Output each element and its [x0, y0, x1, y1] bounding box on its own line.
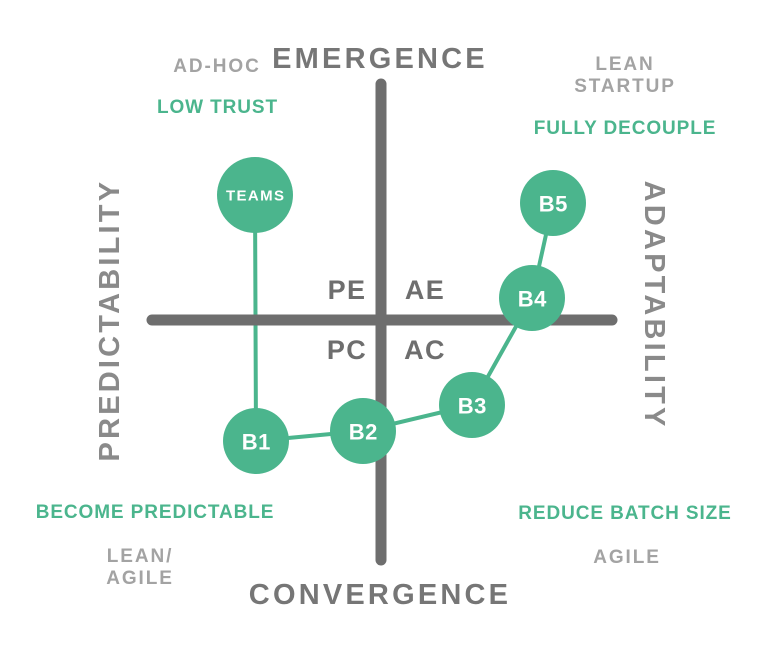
- annotation-ad-hoc: AD-HOC: [173, 56, 261, 77]
- axis-title-top: EMERGENCE: [272, 43, 488, 75]
- quadrant-label-ae: AE: [404, 275, 446, 305]
- node-label-b3: B3: [458, 394, 487, 419]
- node-b3[interactable]: B3: [439, 372, 505, 438]
- node-teams[interactable]: TEAMS: [217, 157, 293, 233]
- node-b4[interactable]: B4: [499, 265, 565, 331]
- node-circle-b1: [223, 408, 289, 474]
- node-label-b2: B2: [349, 420, 378, 445]
- node-b1[interactable]: B1: [223, 408, 289, 474]
- node-circle-b5: [520, 170, 586, 236]
- node-label-b1: B1: [242, 430, 271, 455]
- node-label-teams: TEAMS: [226, 188, 286, 205]
- node-circle-teams: [217, 157, 293, 233]
- node-label-b5: B5: [539, 192, 568, 217]
- axis-title-bottom: CONVERGENCE: [248, 579, 512, 611]
- node-label-b4: B4: [518, 287, 547, 312]
- annotation-lean-startup: LEAN STARTUP: [574, 54, 676, 98]
- annotation-fully-decouple: FULLY DECOUPLE: [533, 118, 717, 139]
- node-circle-b4: [499, 265, 565, 331]
- node-circle-b2: [330, 398, 396, 464]
- axis-title-left: PREDICTABILITY: [93, 178, 126, 462]
- node-circle-b3: [439, 372, 505, 438]
- annotation-reduce-batch-size: REDUCE BATCH SIZE: [518, 503, 732, 524]
- quadrant-label-pc: PC: [326, 335, 368, 365]
- node-b5[interactable]: B5: [520, 170, 586, 236]
- quadrant-label-ac: AC: [404, 335, 446, 365]
- annotation-become-predictable: BECOME PREDICTABLE: [35, 502, 275, 523]
- annotation-agile: AGILE: [593, 547, 661, 568]
- quadrant-label-pe: PE: [327, 275, 367, 305]
- node-b2[interactable]: B2: [330, 398, 396, 464]
- axis-title-right: ADAPTABILITY: [638, 180, 671, 430]
- annotation-low-trust: LOW TRUST: [156, 97, 279, 118]
- annotation-lean-agile: LEAN/ AGILE: [106, 546, 174, 590]
